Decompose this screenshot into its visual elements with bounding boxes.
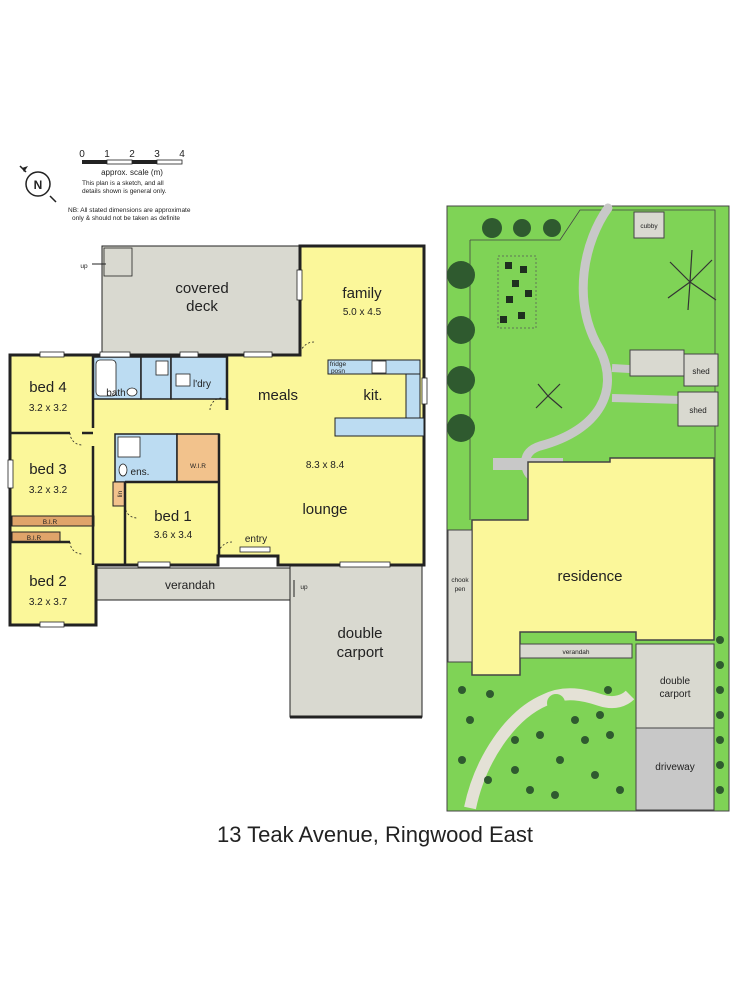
site-verandah-label: verandah <box>562 649 589 656</box>
site-carport-label: double <box>660 676 690 687</box>
site-carport-label: carport <box>659 689 690 700</box>
bed2-label: bed 2 <box>29 573 67 590</box>
carport-label: double <box>337 625 382 642</box>
wir-label: W.I.R <box>190 463 206 470</box>
chook-pen-label: pen <box>455 586 466 593</box>
scale-tick: 0 <box>79 149 85 160</box>
lounge-label: lounge <box>302 501 347 518</box>
entry-label: entry <box>245 534 267 545</box>
bed2-dims: 3.2 x 3.7 <box>29 597 68 608</box>
garden-shrubs <box>458 636 724 799</box>
fridge-label: fridge <box>330 361 347 368</box>
scale-disclaimer: only & should not be taken as definite <box>72 215 180 222</box>
bed4-label: bed 4 <box>29 379 67 396</box>
bed3-label: bed 3 <box>29 461 67 478</box>
carport-label: carport <box>337 644 385 661</box>
shed <box>683 353 719 387</box>
scale-label: approx. scale (m) <box>101 168 163 177</box>
scale-note: This plan is a sketch, and all <box>82 180 164 187</box>
bir-label: B.I.R <box>27 535 42 542</box>
site-driveway <box>635 727 715 811</box>
residence-label: residence <box>557 568 622 585</box>
driveway-label: driveway <box>655 762 694 773</box>
cubby-house <box>633 211 665 239</box>
site-plan: cubby shed shed covered deck residence c… <box>446 203 730 812</box>
linen-label: lin <box>117 490 124 497</box>
scale-tick: 4 <box>179 149 185 160</box>
up-label: up <box>300 584 308 591</box>
shed-label: shed <box>692 367 709 376</box>
bed3-dims: 3.2 x 3.2 <box>29 485 68 496</box>
shrub-icon <box>500 262 532 323</box>
garden-path <box>521 203 613 480</box>
cubby-label: cubby <box>640 223 658 230</box>
bath-label: bath <box>106 388 125 399</box>
scale-tick: 3 <box>154 149 160 160</box>
laundry-label: l'dry <box>193 379 211 390</box>
site-verandah <box>519 643 633 659</box>
up-label: up <box>80 263 88 270</box>
scale-tick: 2 <box>129 149 135 160</box>
meals-label: meals <box>258 387 298 404</box>
verandah-label: verandah <box>165 578 215 592</box>
north-compass-icon: N <box>19 165 57 203</box>
compass-letter: N <box>34 178 43 192</box>
residence-footprint <box>471 457 715 676</box>
covered-deck-label: covered <box>175 280 228 297</box>
bed1-dims: 3.6 x 3.4 <box>154 530 193 541</box>
site-carport <box>635 643 715 729</box>
tree-icon <box>447 218 561 442</box>
scale-disclaimer: NB: All stated dimensions are approximat… <box>68 207 191 214</box>
chook-pen <box>447 529 473 663</box>
bed1-label: bed 1 <box>154 508 192 525</box>
wir-room <box>176 433 220 483</box>
kitchen-label: kit. <box>363 387 382 404</box>
shed <box>677 391 719 427</box>
scale-tick: 1 <box>104 149 110 160</box>
bir-label: B.I.R <box>43 519 58 526</box>
covered-deck-area <box>101 245 301 355</box>
bed4-dims: 3.2 x 3.2 <box>29 403 68 414</box>
family-dims: 5.0 x 4.5 <box>343 307 382 318</box>
scale-bar: 0 1 2 3 4 approx. scale (m) This plan is… <box>68 149 191 222</box>
covered-deck-label: deck <box>186 298 218 315</box>
chook-pen-label: chook <box>451 577 469 584</box>
lounge-dims: 8.3 x 8.4 <box>306 460 345 471</box>
shed-label: shed <box>689 406 706 415</box>
floor-plan: covered deck up family 5.0 x 4.5 fridge … <box>7 244 428 719</box>
verandah-area <box>95 567 291 601</box>
tree-outline-icon <box>535 249 717 409</box>
fridge-label: posn <box>331 368 345 375</box>
ensuite-label: ens. <box>131 467 150 478</box>
scale-note: details shown is general only. <box>82 188 167 195</box>
family-label: family <box>342 285 382 302</box>
property-address-caption: 13 Teak Avenue, Ringwood East <box>217 822 533 847</box>
